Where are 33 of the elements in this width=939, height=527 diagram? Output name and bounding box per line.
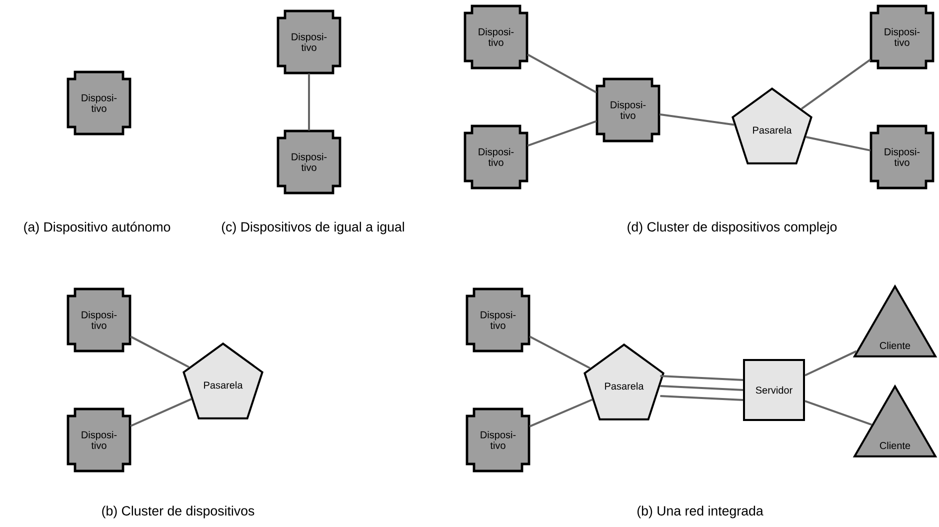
device-box: Disposi- tivo [596,78,660,142]
connector-line [804,350,857,376]
connector-line [804,400,872,426]
caption: (b) Cluster de dispositivos [102,506,254,518]
device-box: Disposi- tivo [870,124,934,190]
device-box: Disposi- tivo [276,130,342,194]
device-box: Disposi- tivo [276,10,342,74]
connector-line [527,120,597,147]
connector-line [659,113,734,126]
caption: (a) Dispositivo autónomo [24,222,170,234]
device-box: Disposi- tivo [464,124,528,190]
caption: (b) Una red integrada [637,506,764,518]
device-box: Disposi- tivo [66,288,132,352]
caption: (d) Cluster de dispositivos complejo [628,222,837,234]
connector-line [800,58,871,110]
connector-line [660,395,744,401]
connector-line [529,398,593,428]
server-box: Servidor [743,359,805,421]
connector-line [130,336,190,368]
connector-line [806,136,871,152]
device-box: Disposi- tivo [466,288,530,352]
connector-line [529,336,590,370]
device-box: Disposi- tivo [870,4,934,70]
device-box: Disposi- tivo [466,408,530,472]
caption: (c) Dispositivos de igual a igual [222,222,404,234]
connector-line [130,398,192,427]
connector-line [308,74,310,130]
connector-line [527,54,597,94]
device-box: Disposi- tivo [66,70,132,136]
connector-line [660,385,744,391]
connector-line [660,375,744,381]
device-box: Disposi- tivo [66,408,132,472]
device-box: Disposi- tivo [464,4,528,70]
